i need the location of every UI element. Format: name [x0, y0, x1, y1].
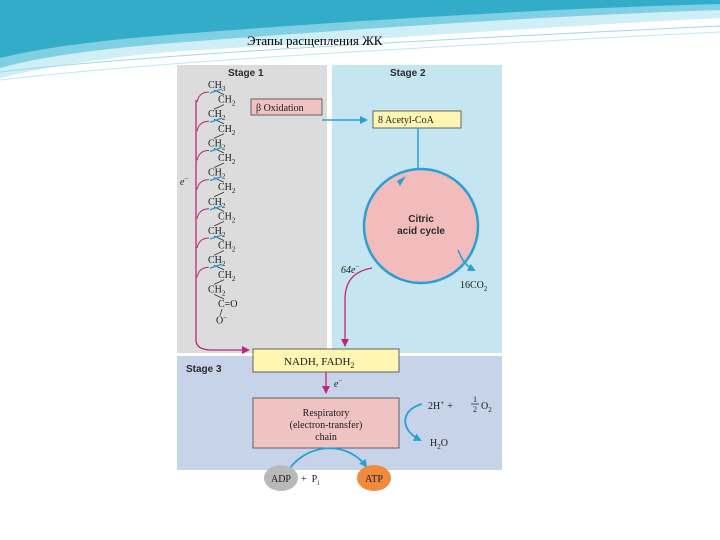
oxygen-label: O2	[481, 401, 492, 414]
chain-bond	[213, 104, 225, 110]
ch2-group: CH2	[208, 226, 226, 239]
respiratory-line1: Respiratory	[303, 408, 350, 419]
ch2-group: CH2	[208, 138, 226, 151]
acetyl-coa-box	[372, 110, 462, 129]
electron-arc	[196, 179, 210, 190]
chain-bond	[213, 133, 225, 139]
ch2-group: CH2	[208, 284, 226, 297]
respiratory-chain-box	[252, 397, 400, 449]
cleavage-mark	[209, 146, 223, 153]
arrow-adp-to-atp	[289, 447, 368, 469]
header-wave-decoration	[0, 0, 720, 81]
citric-acid-cycle	[362, 167, 480, 285]
cleavage-mark	[209, 263, 223, 269]
cleavage-mark	[209, 234, 223, 240]
ch2-group: CH2	[218, 153, 236, 166]
electrons-stage3-label: e−	[334, 377, 342, 390]
cleavage-mark	[209, 205, 223, 211]
ch2-group: CH2	[208, 168, 226, 181]
electron-arc	[196, 266, 210, 278]
adp-label: ADP	[271, 474, 291, 485]
ch2-group: CH2	[218, 241, 236, 254]
electrons-stage1-label: e−	[180, 175, 188, 188]
acetyl-coa-label: 8 Acetyl-CoA	[378, 115, 435, 126]
chain-bond	[219, 308, 223, 316]
atp-circle	[357, 465, 391, 491]
electrons-64-label: 64e−	[341, 263, 359, 276]
arrow-stage1-electrons	[195, 100, 250, 354]
fatty-acid-chain: CH3CH2CH2CH2CH2CH2CH2CH2CH2CH2CH2CH2CH2C…	[196, 80, 238, 327]
carboxylate-oxygen: O−	[216, 314, 227, 327]
cleavage-mark	[209, 88, 223, 94]
half-numerator: 1	[473, 395, 477, 404]
ch3-group: CH3	[208, 80, 226, 93]
protons-oxygen-label: 2H++	[428, 399, 453, 412]
ch2-group: CH2	[208, 197, 226, 210]
arrow-cycle-to-co2	[457, 249, 476, 271]
chain-bond	[213, 250, 225, 256]
arrow-cycle-electrons	[341, 267, 373, 347]
electron-arc	[196, 208, 210, 219]
cycle-label-line1: Citric	[408, 214, 434, 225]
ch2-group: CH2	[218, 124, 236, 137]
chain-bond	[213, 162, 225, 168]
electron-arc	[196, 149, 210, 161]
ch2-group: CH2	[208, 109, 226, 122]
respiratory-line2: (electron-transfer)	[290, 420, 363, 431]
slide-title: Этапы расщепления ЖК	[247, 33, 383, 48]
ch2-group: CH2	[218, 182, 236, 195]
adp-circle	[264, 465, 298, 491]
wave-dark	[0, 0, 720, 58]
pi-label: +Pi	[301, 474, 319, 487]
chain-bond	[213, 191, 225, 198]
water-label: H2O	[430, 438, 448, 451]
stage3-label: Stage 3	[186, 364, 222, 375]
wave-line-2	[0, 31, 720, 81]
arrow-to-water	[404, 403, 423, 441]
chain-bond	[213, 294, 225, 300]
wave-line-1	[0, 25, 720, 73]
carbonyl-group: C=O	[218, 299, 238, 310]
respiratory-line3: chain	[315, 432, 337, 443]
cycle-arrowhead	[397, 176, 406, 186]
nadh-fadh2-label: NADH, FADH2	[284, 356, 354, 370]
stage1-label: Stage 1	[228, 68, 264, 79]
chain-bond	[213, 221, 225, 227]
half-denominator: 2	[473, 405, 477, 414]
ch2-group: CH2	[218, 211, 236, 224]
stage2-label: Stage 2	[390, 68, 426, 79]
ch2-group: CH2	[218, 95, 236, 108]
cleavage-mark	[209, 175, 223, 182]
chain-bond	[213, 279, 225, 285]
ch2-group: CH2	[218, 270, 236, 283]
electron-arc	[196, 120, 210, 132]
ch2-group: CH2	[208, 255, 226, 268]
cycle-label-line2: acid cycle	[397, 226, 445, 237]
electron-arc	[196, 91, 210, 103]
electron-arc	[196, 237, 210, 249]
beta-oxidation-box	[250, 98, 323, 116]
beta-oxidation-label: β Oxidation	[256, 103, 304, 114]
atp-label: ATP	[365, 474, 383, 485]
co2-label: 16CO2	[460, 280, 488, 293]
cleavage-mark	[209, 117, 223, 123]
